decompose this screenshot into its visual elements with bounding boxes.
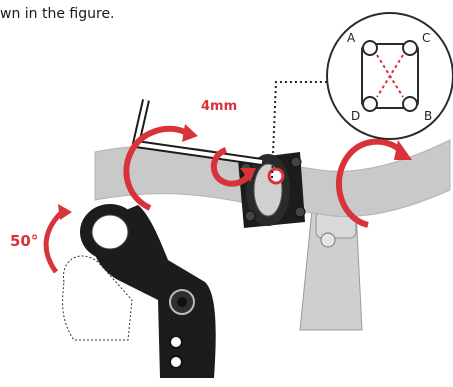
bolt-label-b: B (424, 109, 432, 123)
angle-label: 50° (10, 232, 38, 250)
bolt-label-c: C (422, 31, 430, 45)
caption-text: wn in the figure. (0, 6, 115, 22)
fork-tube (300, 210, 362, 330)
arrow-head-3 (394, 140, 412, 160)
torque-label: 4mm (201, 99, 237, 114)
adjustable-stem (80, 204, 216, 378)
angle-arc (46, 210, 64, 272)
bolt-label-a: A (347, 31, 356, 45)
arrow-head-1 (182, 124, 198, 142)
angle-arrow-head (58, 204, 72, 220)
bolt-label-d: D (351, 109, 360, 123)
bolt-order-detail (327, 13, 453, 139)
